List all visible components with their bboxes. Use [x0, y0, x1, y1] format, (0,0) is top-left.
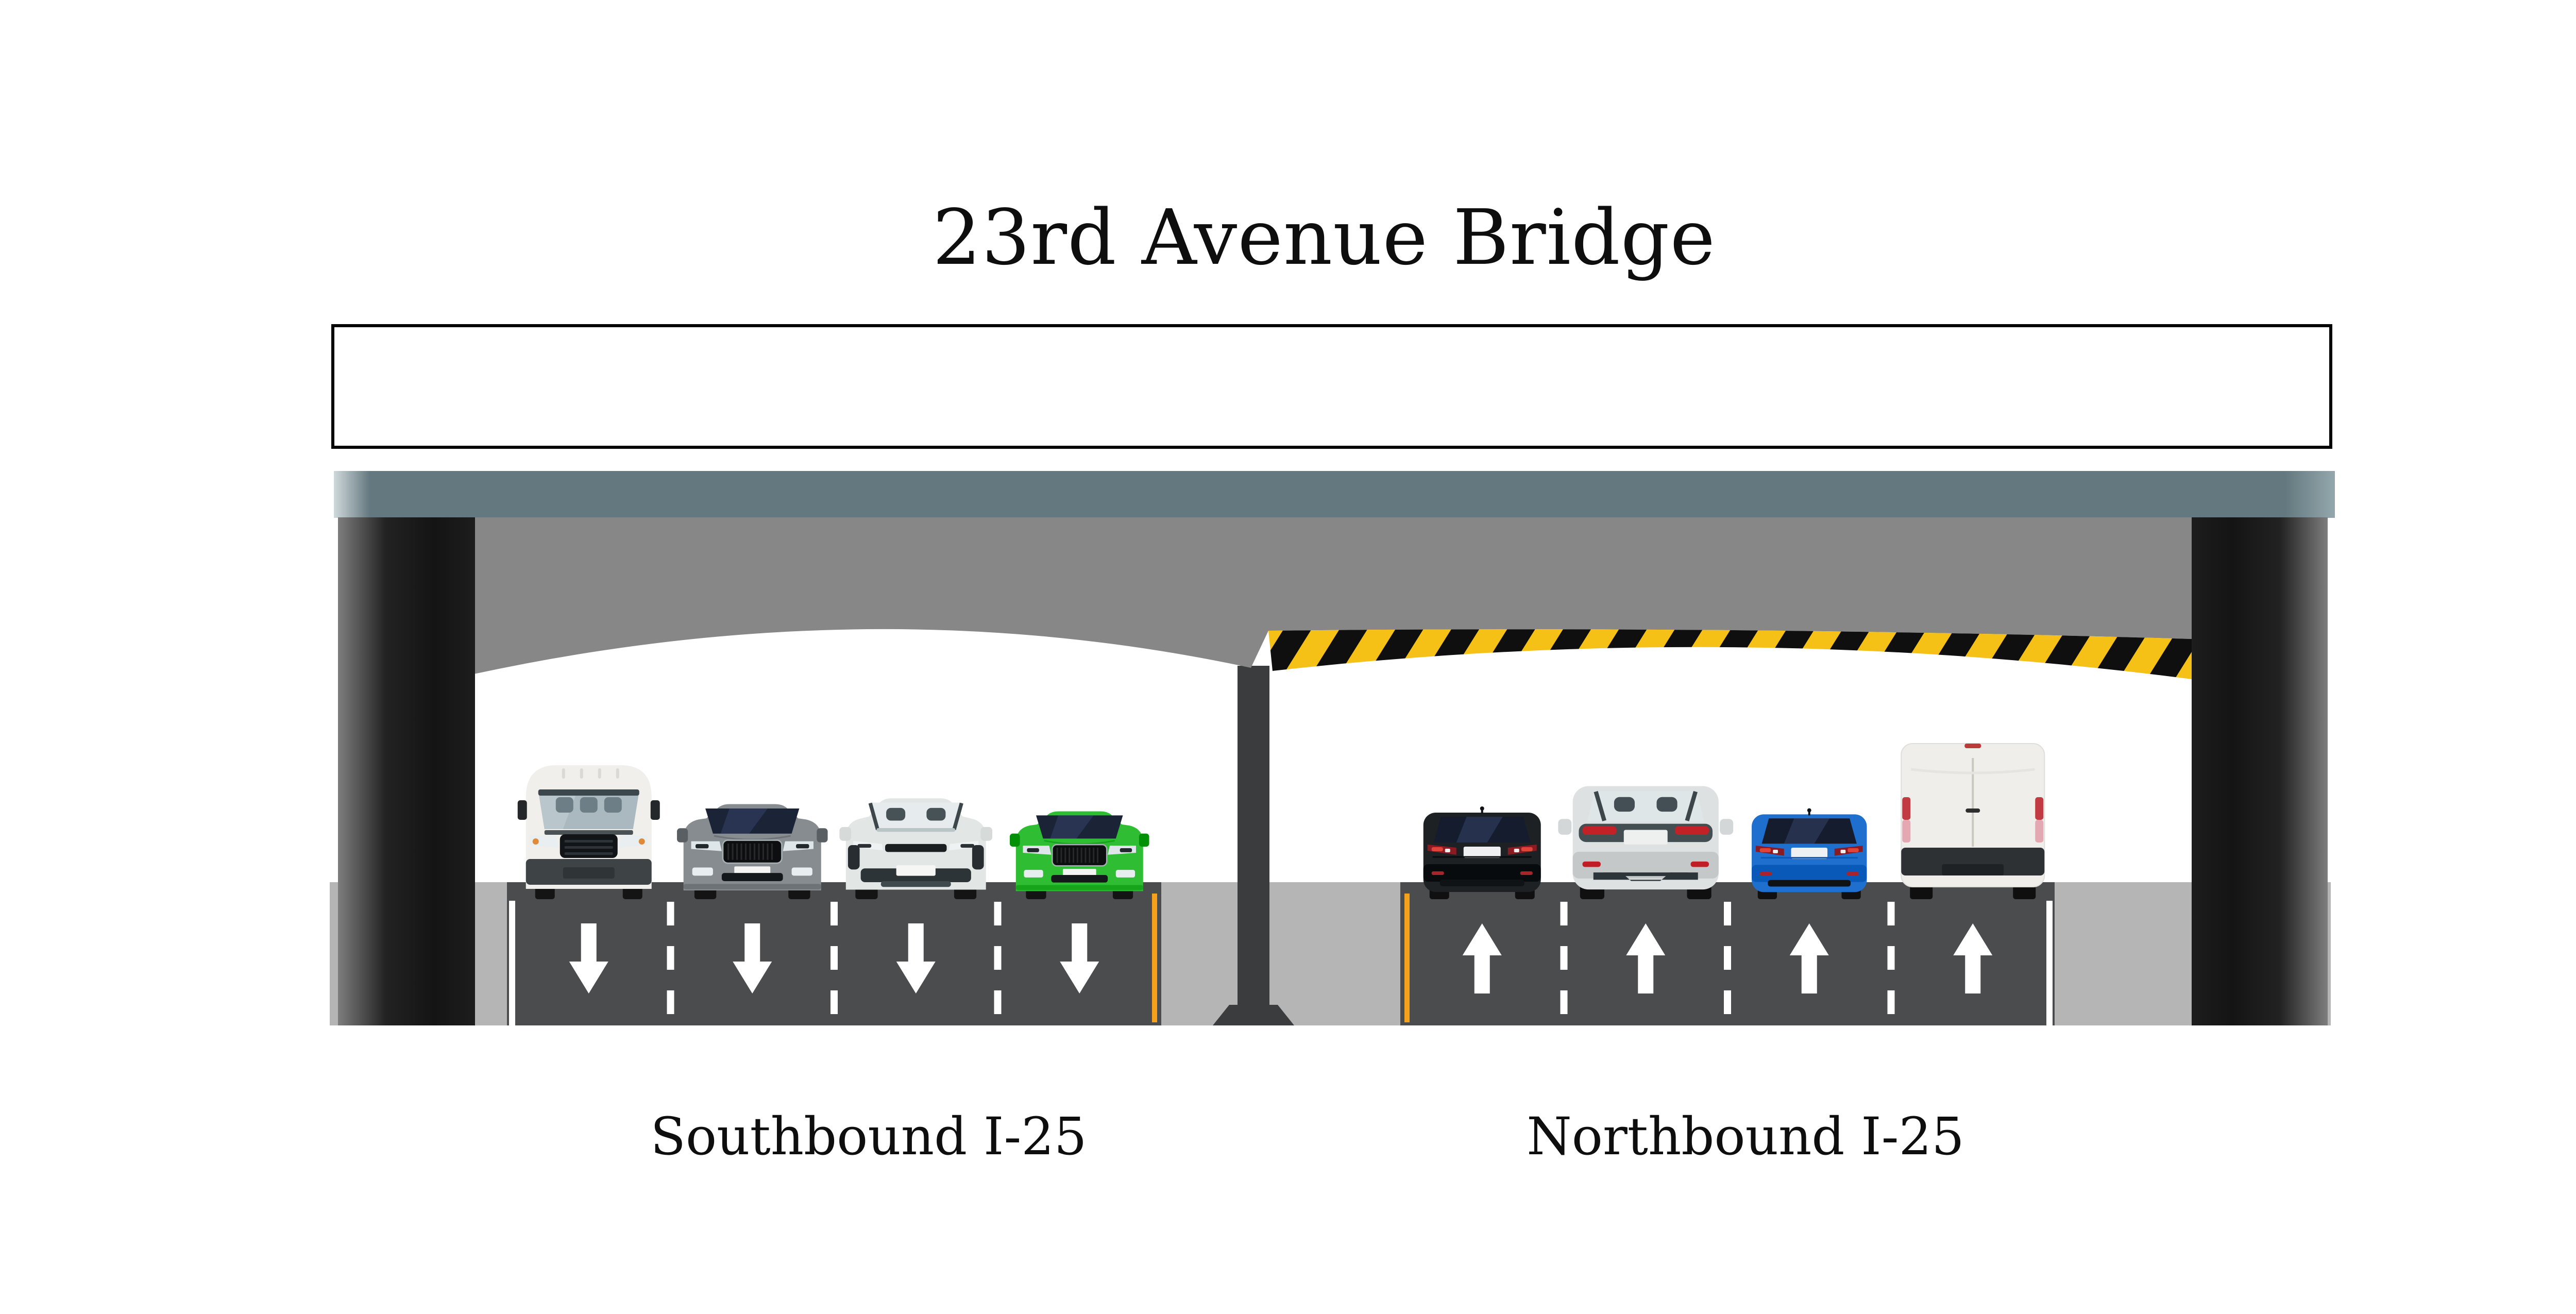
- vehicle-green-sedan-front: [1010, 811, 1149, 899]
- low-clearance-hazard-stripe: [1268, 629, 2192, 679]
- right-abutment: [2192, 517, 2328, 1025]
- edge-line-orange: [1152, 894, 1157, 1022]
- northbound-label: Northbound I-25: [1527, 1106, 1964, 1167]
- bridge-scene: [330, 324, 2335, 1025]
- edge-line-white: [509, 901, 515, 1025]
- bridge-girder: [474, 517, 2192, 674]
- edge-line-white: [2046, 901, 2053, 1025]
- upper-roadway-outline: [331, 324, 2332, 449]
- edge-line-orange: [1404, 894, 1410, 1022]
- vehicle-black-sedan-rear: [1423, 806, 1541, 899]
- center-pier: [1238, 666, 1269, 1006]
- lane-arrow-up: [1626, 923, 1666, 993]
- left-abutment: [338, 517, 475, 1025]
- lane-arrow-down: [733, 923, 772, 993]
- vehicle-white-van-rear: [1901, 743, 2045, 899]
- page-title: 23rd Avenue Bridge: [933, 193, 1716, 282]
- lane-arrow-down: [569, 923, 608, 993]
- center-pier-base: [1213, 1005, 1294, 1025]
- southbound-label: Southbound I-25: [650, 1106, 1087, 1167]
- vehicle-blue-sedan-rear: [1752, 808, 1867, 899]
- lane-arrow-down: [1060, 923, 1099, 993]
- lane-arrow-up: [1953, 923, 1993, 993]
- bridge-deck: [334, 471, 2335, 518]
- lane-arrow-up: [1462, 923, 1502, 993]
- vehicle-silver-suv-front: [839, 798, 993, 899]
- lane-arrow-down: [896, 923, 936, 993]
- vehicle-silver-suv-rear: [1558, 786, 1734, 899]
- vehicle-gray-sedan-front: [676, 804, 828, 899]
- vehicle-white-van-front: [517, 765, 660, 899]
- lane-arrow-up: [1789, 923, 1829, 993]
